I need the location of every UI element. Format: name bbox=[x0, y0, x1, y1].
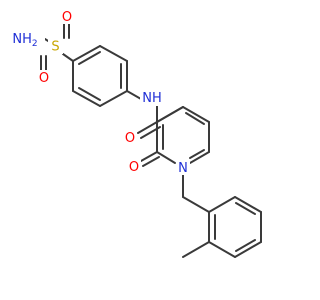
atom-ring-carbonyl-oxygen: O bbox=[127, 158, 141, 175]
atom-sulfur: S bbox=[48, 38, 63, 55]
bond-tolyl-inner-1 bbox=[235, 202, 256, 215]
bond-methyl bbox=[182, 241, 210, 258]
atom-label-layer: S NH2 O O NH O O N bbox=[4, 9, 190, 176]
bond-pyr-co-b bbox=[142, 156, 160, 167]
molecule-structure: S NH2 O O NH O O N bbox=[4, 9, 262, 258]
bond-benzene-1 bbox=[72, 45, 101, 62]
bond-ch2-ring bbox=[182, 196, 210, 213]
atom-label-sulfur: S bbox=[51, 40, 59, 55]
atom-amide-oxygen: O bbox=[123, 129, 137, 146]
bond-ring-nh bbox=[126, 90, 142, 100]
atom-label-o-sulfonyl-bottom: O bbox=[39, 71, 49, 86]
bond-benzene-5 bbox=[72, 90, 101, 107]
atom-sulfonyl-oxygen-top: O bbox=[60, 9, 74, 25]
bond-tolyl-2 bbox=[234, 196, 262, 213]
bond-carbonyl-o-a bbox=[137, 121, 158, 134]
bond-benzene-4 bbox=[99, 90, 128, 107]
bond-tolyl-1 bbox=[208, 196, 236, 213]
bond-benzene-inner-3 bbox=[78, 87, 101, 101]
bond-pyr-6 bbox=[156, 106, 184, 123]
atom-label-nh2: NH2 bbox=[12, 32, 37, 49]
atom-label-o-sulfonyl-top: O bbox=[62, 10, 72, 25]
bond-tolyl-4 bbox=[234, 241, 262, 258]
bond-tolyl-5 bbox=[208, 241, 236, 258]
bond-layer bbox=[40, 21, 262, 258]
bond-pyr-4 bbox=[156, 151, 176, 164]
bond-pyr-3 bbox=[189, 151, 210, 164]
atom-label-o-amide: O bbox=[125, 131, 135, 146]
atom-sulfonyl-oxygen-bottom: O bbox=[37, 70, 51, 86]
bond-pyr-inner-2 bbox=[189, 149, 205, 159]
bond-s-ring bbox=[62, 53, 74, 62]
bond-pyr-inner-1 bbox=[185, 112, 205, 125]
bond-benzene-inner-1 bbox=[78, 51, 101, 65]
atom-label-o-ring: O bbox=[129, 160, 139, 175]
atom-ring-nitrogen: N bbox=[176, 159, 190, 176]
atom-amide-nitrogen: NH bbox=[140, 90, 164, 106]
bond-tolyl-inner-2 bbox=[235, 239, 256, 252]
bond-pyr-1 bbox=[182, 106, 210, 123]
bond-benzene-2 bbox=[99, 45, 128, 62]
atom-amino-nitrogen: NH2 bbox=[4, 30, 45, 49]
bond-pyr-co-a bbox=[140, 151, 158, 162]
atom-label-nh: NH bbox=[142, 91, 162, 106]
atom-label-n-ring: N bbox=[178, 161, 188, 176]
